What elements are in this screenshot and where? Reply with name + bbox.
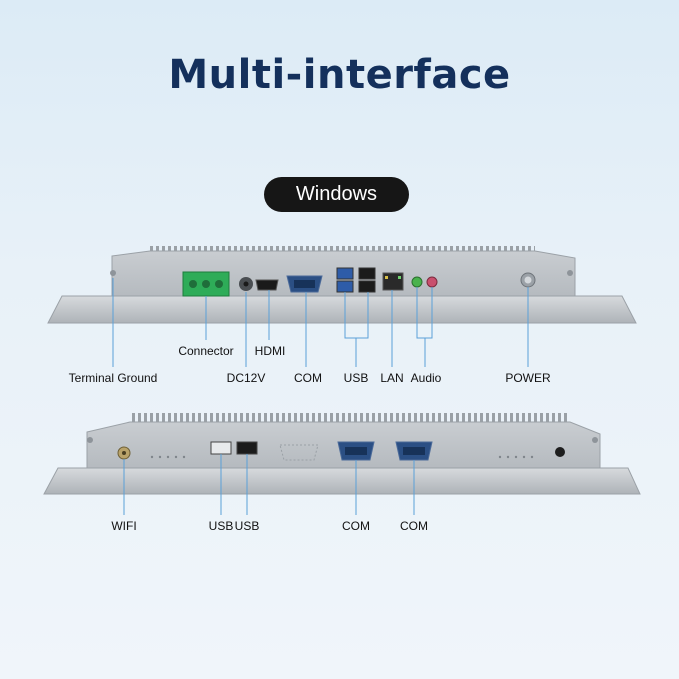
hdmi-port-icon bbox=[255, 279, 279, 291]
dc-jack-icon bbox=[239, 277, 253, 291]
usb-port-icon bbox=[210, 441, 232, 455]
terminal-connector-icon bbox=[182, 271, 230, 297]
power-button-icon bbox=[520, 272, 536, 288]
screw-icon bbox=[592, 437, 598, 443]
top-panel-frame bbox=[47, 295, 637, 324]
screw-icon bbox=[567, 270, 573, 276]
lan-port-icon bbox=[382, 272, 404, 291]
os-badge: Windows bbox=[264, 177, 409, 212]
label-power: POWER bbox=[505, 371, 551, 385]
top-leader-lines bbox=[112, 278, 529, 367]
bottom-heatsink-fins bbox=[130, 413, 570, 423]
label-com: COM bbox=[294, 371, 322, 385]
com-port-icon bbox=[395, 441, 433, 461]
bottom-leader-lines bbox=[123, 454, 415, 515]
label-com-1: COM bbox=[342, 519, 370, 533]
label-hdmi: HDMI bbox=[254, 344, 286, 358]
label-usb-1: USB bbox=[208, 519, 234, 533]
top-heatsink-fins bbox=[150, 246, 535, 254]
indicator-dots-icon bbox=[150, 455, 534, 459]
page-title: Multi-interface bbox=[168, 52, 511, 98]
label-lan: LAN bbox=[380, 371, 404, 385]
screw-icon bbox=[87, 437, 93, 443]
label-wifi: WIFI bbox=[111, 519, 137, 533]
bottom-panel bbox=[43, 413, 641, 495]
wifi-antenna-connector-icon bbox=[117, 446, 131, 460]
label-usb-2: USB bbox=[234, 519, 260, 533]
label-terminal-ground: Terminal Ground bbox=[68, 371, 158, 385]
reset-hole-icon bbox=[555, 447, 565, 457]
usb-port-icon bbox=[236, 441, 258, 455]
label-com-2: COM bbox=[400, 519, 428, 533]
label-audio: Audio bbox=[410, 371, 442, 385]
label-usb: USB bbox=[343, 371, 369, 385]
com-port-icon bbox=[337, 441, 375, 461]
screw-icon bbox=[110, 270, 116, 276]
audio-mic-icon bbox=[426, 276, 438, 288]
com-port-icon bbox=[286, 275, 323, 293]
audio-line-out-icon bbox=[411, 276, 423, 288]
usb-ports-icon bbox=[336, 267, 376, 293]
label-connector: Connector bbox=[178, 344, 234, 358]
bottom-panel-frame bbox=[43, 467, 641, 495]
label-dc12v: DC12V bbox=[226, 371, 266, 385]
empty-com-cutout-icon bbox=[279, 444, 319, 461]
top-panel bbox=[47, 246, 637, 324]
